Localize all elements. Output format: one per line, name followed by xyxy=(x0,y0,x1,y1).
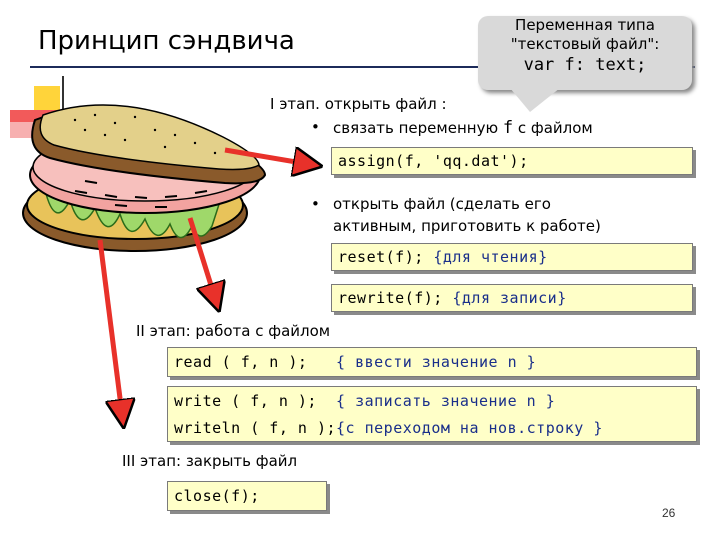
arrow-rewrite xyxy=(187,217,215,298)
bullet1-text-post: с файлом xyxy=(513,119,593,137)
code-rewrite-text: rewrite(f); xyxy=(338,289,443,307)
code-close: close(f); xyxy=(167,481,327,511)
stage1-bullet-2: открыть файл (сделать его активным, приг… xyxy=(311,193,601,237)
code-reset: reset(f); {для чтения} xyxy=(331,243,693,271)
arrow-assign xyxy=(224,150,308,164)
stage3-heading: III этап: закрыть файл xyxy=(122,452,298,470)
code-assign: assign(f, 'qq.dat'); xyxy=(331,147,693,175)
page-number: 26 xyxy=(662,506,676,520)
code-writeln-comment: {с переходом на нов.строку } xyxy=(336,419,603,437)
stage1-bullet-1: связать переменную f с файлом xyxy=(311,118,593,138)
slide-title: Принцип сэндвича xyxy=(38,26,295,56)
callout-code: var f: text; xyxy=(523,55,647,75)
sandwich-illustration xyxy=(22,104,267,252)
bullet1-var: f xyxy=(502,118,514,138)
code-rewrite: rewrite(f); {для записи} xyxy=(331,284,693,312)
code-write-block: write ( f, n ); { записать значение n } w… xyxy=(167,386,697,442)
code-rewrite-comment: {для записи} xyxy=(452,289,567,307)
stage2-heading: II этап: работа с файлом xyxy=(136,322,331,340)
title-underline xyxy=(30,66,695,68)
code-write-comment: { записать значение n } xyxy=(336,392,556,410)
code-read-text: read ( f, n ); xyxy=(174,353,308,371)
accent-square xyxy=(34,86,60,112)
code-write-text: write ( f, n ); xyxy=(174,392,317,410)
arrow-write xyxy=(97,239,122,414)
code-writeln-text: writeln ( f, n ); xyxy=(174,419,337,437)
code-read-comment: { ввести значение n } xyxy=(336,353,537,371)
callout-bubble: Переменная типа "текстовый файл": var f:… xyxy=(478,16,692,90)
stage1-heading: I этап. открыть файл : xyxy=(270,95,447,113)
callout-tail xyxy=(510,88,560,112)
code-reset-text: reset(f); xyxy=(338,248,424,266)
callout-line-2: "текстовый файл": xyxy=(510,35,660,53)
bullet1-text-pre: связать переменную xyxy=(333,119,503,137)
bullet2-line-2: активным, приготовить к работе) xyxy=(333,217,601,235)
bullet2-line-1: открыть файл (сделать его xyxy=(333,195,551,213)
code-reset-comment: {для чтения} xyxy=(433,248,548,266)
code-read: read ( f, n ); { ввести значение n } xyxy=(167,347,697,377)
callout-line-1: Переменная типа xyxy=(515,16,655,34)
